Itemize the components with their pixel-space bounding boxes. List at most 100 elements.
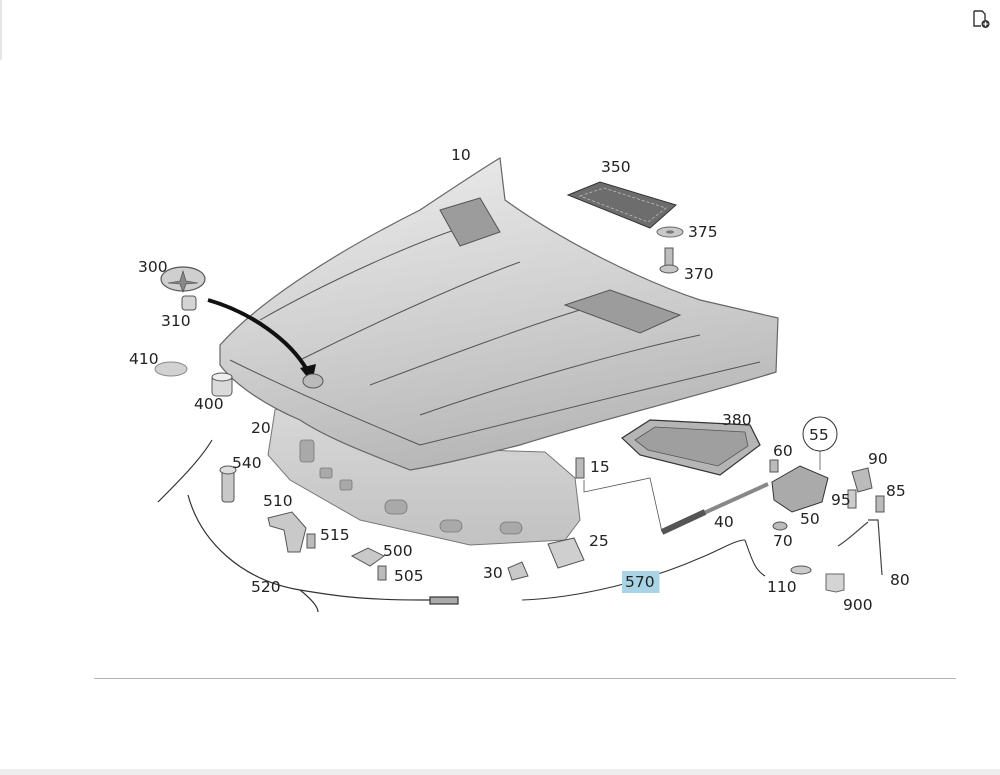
pad-part-410[interactable]: [154, 361, 188, 377]
callout-label: 25: [589, 532, 609, 550]
hood-crease-lines: [229, 224, 761, 446]
callout-350[interactable]: 350: [601, 158, 631, 176]
callout-520[interactable]: 520: [251, 578, 281, 596]
callout-label: 60: [773, 442, 793, 460]
callout-900[interactable]: 900: [843, 596, 873, 614]
hood-part-10[interactable]: [219, 157, 779, 471]
callout-85[interactable]: 85: [886, 482, 906, 500]
callout-label: 500: [383, 542, 413, 560]
callout-515[interactable]: 515: [320, 526, 350, 544]
callout-15[interactable]: 15: [590, 458, 610, 476]
callout-label: 90: [868, 450, 888, 468]
callout-label: 350: [601, 158, 631, 176]
clip-part-95[interactable]: [847, 489, 857, 509]
callout-label: 30: [483, 564, 503, 582]
callout-label: 80: [890, 571, 910, 589]
cable-part-520[interactable]: [157, 439, 459, 613]
callout-40[interactable]: 40: [714, 513, 734, 531]
fastener-part-540[interactable]: [219, 465, 237, 503]
hinge-part-510[interactable]: [267, 511, 307, 553]
callout-label: 70: [773, 532, 793, 550]
sensor-part-90[interactable]: [851, 467, 873, 493]
latch-part-50[interactable]: [771, 465, 829, 513]
bottom-bar: [0, 769, 1000, 775]
clip-part-310[interactable]: [181, 295, 197, 311]
bolt-part-515[interactable]: [306, 533, 316, 549]
cable-part-570[interactable]: [521, 539, 766, 601]
callout-505[interactable]: 505: [394, 567, 424, 585]
callout-310[interactable]: 310: [161, 312, 191, 330]
bracket-part-25[interactable]: [547, 537, 585, 569]
callout-10[interactable]: 10: [451, 146, 471, 164]
strut-leader: [583, 477, 663, 533]
callout-540[interactable]: 540: [232, 454, 262, 472]
callout-label: 380: [722, 411, 752, 429]
callout-label: 515: [320, 526, 350, 544]
gas-strut-part-40[interactable]: [660, 482, 769, 535]
callout-380[interactable]: 380: [722, 411, 752, 429]
cover-part-380[interactable]: [621, 419, 761, 476]
callout-label: 95: [831, 491, 851, 509]
emblem-arrow: [207, 298, 309, 371]
callout-label: 400: [194, 395, 224, 413]
callout-375[interactable]: 375: [688, 223, 718, 241]
callout-500[interactable]: 500: [383, 542, 413, 560]
callout-label: 310: [161, 312, 191, 330]
callout-570[interactable]: 570: [622, 571, 660, 593]
clip-part-30[interactable]: [507, 561, 529, 581]
callout-label: 85: [886, 482, 906, 500]
pad-part-110[interactable]: [790, 565, 812, 575]
callout-510[interactable]: 510: [263, 492, 293, 510]
callout-label: 900: [843, 596, 873, 614]
footer-separator: [94, 678, 956, 679]
callout-label: 15: [590, 458, 610, 476]
callout-label: 375: [688, 223, 718, 241]
callout-50[interactable]: 50: [800, 510, 820, 528]
callout-110[interactable]: 110: [767, 578, 797, 596]
liner-cutouts: [299, 439, 523, 535]
bolt-part-370[interactable]: [659, 247, 679, 274]
callout-label: 20: [251, 419, 271, 437]
washer-part-70[interactable]: [772, 521, 788, 531]
callout-label: 510: [263, 492, 293, 510]
callout-55[interactable]: 55: [802, 416, 838, 452]
callout-90[interactable]: 90: [868, 450, 888, 468]
hood-vent-left: [439, 197, 501, 247]
callout-400[interactable]: 400: [194, 395, 224, 413]
callout-label: 410: [129, 350, 159, 368]
highlight-box: [622, 571, 660, 593]
callout-20[interactable]: 20: [251, 419, 271, 437]
callout-70[interactable]: 70: [773, 532, 793, 550]
document-add-icon: [973, 10, 990, 28]
callout-300[interactable]: 300: [138, 258, 168, 276]
bumper-part-400[interactable]: [211, 372, 233, 397]
bolt-part-15[interactable]: [575, 457, 585, 479]
callout-label: 300: [138, 258, 168, 276]
callout-label: 540: [232, 454, 262, 472]
bracket-part-500[interactable]: [350, 547, 385, 567]
callout-label: 50: [800, 510, 820, 528]
hood-vent-right: [563, 289, 682, 334]
callout-label: 505: [394, 567, 424, 585]
grille-part-350[interactable]: [566, 181, 678, 229]
emblem-mount: [302, 373, 324, 389]
star-emblem-part-300[interactable]: [160, 266, 206, 293]
callout-370[interactable]: 370: [684, 265, 714, 283]
release-cable-part-80[interactable]: [837, 519, 883, 576]
export-button[interactable]: [970, 8, 992, 30]
bolt-part-85[interactable]: [875, 495, 885, 513]
bolt-part-505[interactable]: [377, 565, 387, 581]
callout-label: 370: [684, 265, 714, 283]
bolt-part-60[interactable]: [769, 459, 779, 473]
callout-95[interactable]: 95: [831, 491, 851, 509]
callout-80[interactable]: 80: [890, 571, 910, 589]
block-part-900[interactable]: [825, 573, 845, 593]
callout-label: 570: [625, 573, 655, 591]
callout-25[interactable]: 25: [589, 532, 609, 550]
callout-60[interactable]: 60: [773, 442, 793, 460]
callout-410[interactable]: 410: [129, 350, 159, 368]
callout-30[interactable]: 30: [483, 564, 503, 582]
left-panel-edge: [0, 0, 2, 60]
washer-part-375[interactable]: [656, 226, 684, 238]
